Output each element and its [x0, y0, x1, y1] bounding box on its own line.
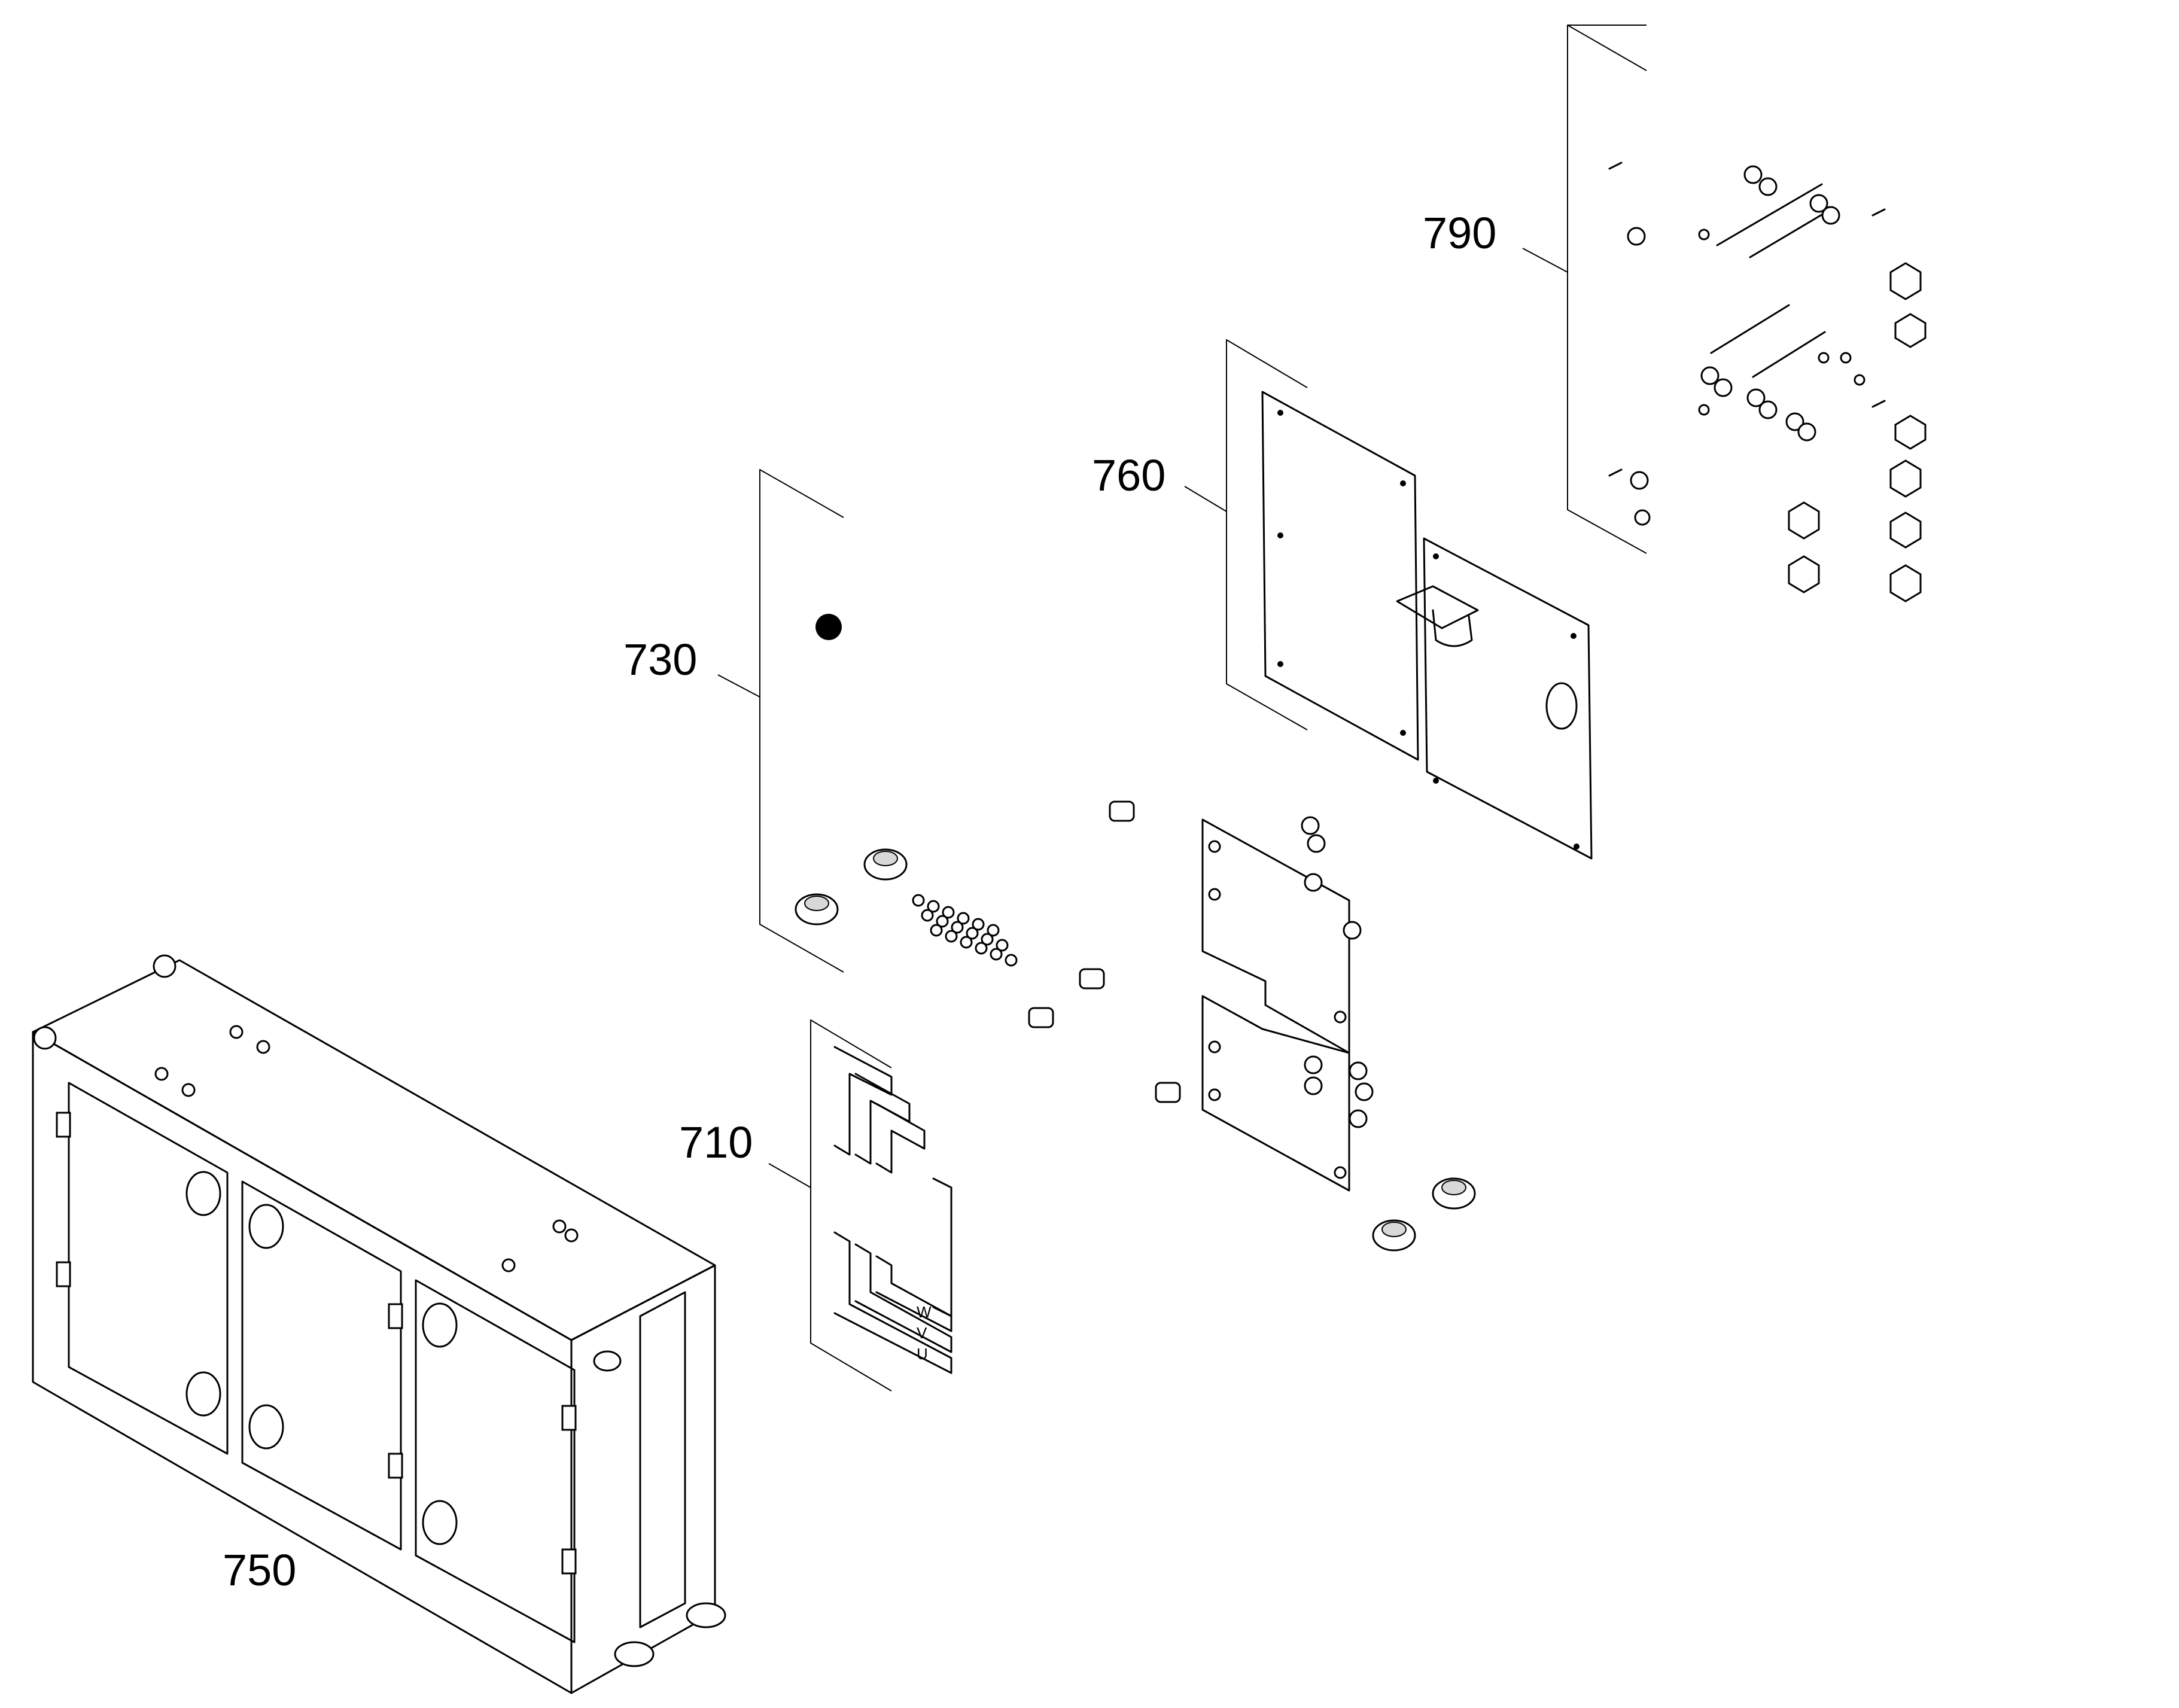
cable-gland: [815, 614, 842, 640]
door-latches: [185, 1171, 458, 1545]
cover-plate-right: [1423, 537, 1593, 860]
group-710: 710 W V U: [679, 1019, 952, 1392]
cover-plate-left: [1261, 391, 1419, 761]
group-760: 760: [1092, 339, 1593, 860]
cabinet-front: [32, 1031, 573, 1694]
cabinet-doors: [68, 1082, 576, 1643]
phase-mark-u: U: [917, 1345, 928, 1363]
busbar-upper: [833, 1046, 926, 1174]
phase-mark-w: W: [917, 1303, 932, 1321]
callout-730: 730: [623, 635, 697, 684]
feet-grommets: [1372, 1177, 1476, 1252]
cabinet-feet: [33, 954, 726, 1667]
circuit-boards: [1201, 816, 1374, 1192]
top-holes: [154, 1025, 579, 1272]
group-710-bracket: [810, 1019, 892, 1392]
hex-fittings: [1788, 262, 1927, 602]
cabinet-top: [32, 959, 716, 1341]
callout-750: 750: [223, 1545, 296, 1595]
screws: [1634, 229, 1865, 526]
busbar-lower: [833, 1177, 952, 1374]
leader-790: [1522, 248, 1568, 273]
group-730: 730: [623, 469, 1476, 1252]
group-750: 750: [32, 954, 726, 1694]
bolts: [1608, 162, 1927, 602]
phase-mark-v: V: [917, 1324, 927, 1342]
cabinet-side: [570, 1264, 716, 1694]
door-hinges: [56, 1112, 577, 1575]
callout-790: 790: [1423, 208, 1496, 258]
nuts: [1627, 165, 1840, 490]
washer-array: [912, 894, 1018, 967]
standoffs: [1028, 800, 1181, 1103]
latch-bracket: [1396, 585, 1479, 647]
grommets: [795, 848, 908, 925]
group-790-bracket: [1567, 25, 1647, 554]
leader-730: [717, 674, 760, 698]
leader-760: [1184, 486, 1227, 512]
pins: [1608, 162, 1886, 477]
leader-710: [768, 1163, 811, 1188]
callout-760: 760: [1092, 450, 1165, 500]
side-terminal-strip: [639, 1291, 686, 1628]
group-790: 790: [1423, 25, 1927, 602]
group-760-bracket: [1226, 339, 1308, 730]
cable-opening: [1545, 682, 1578, 730]
callout-710: 710: [679, 1118, 753, 1167]
group-730-bracket: [759, 469, 844, 973]
